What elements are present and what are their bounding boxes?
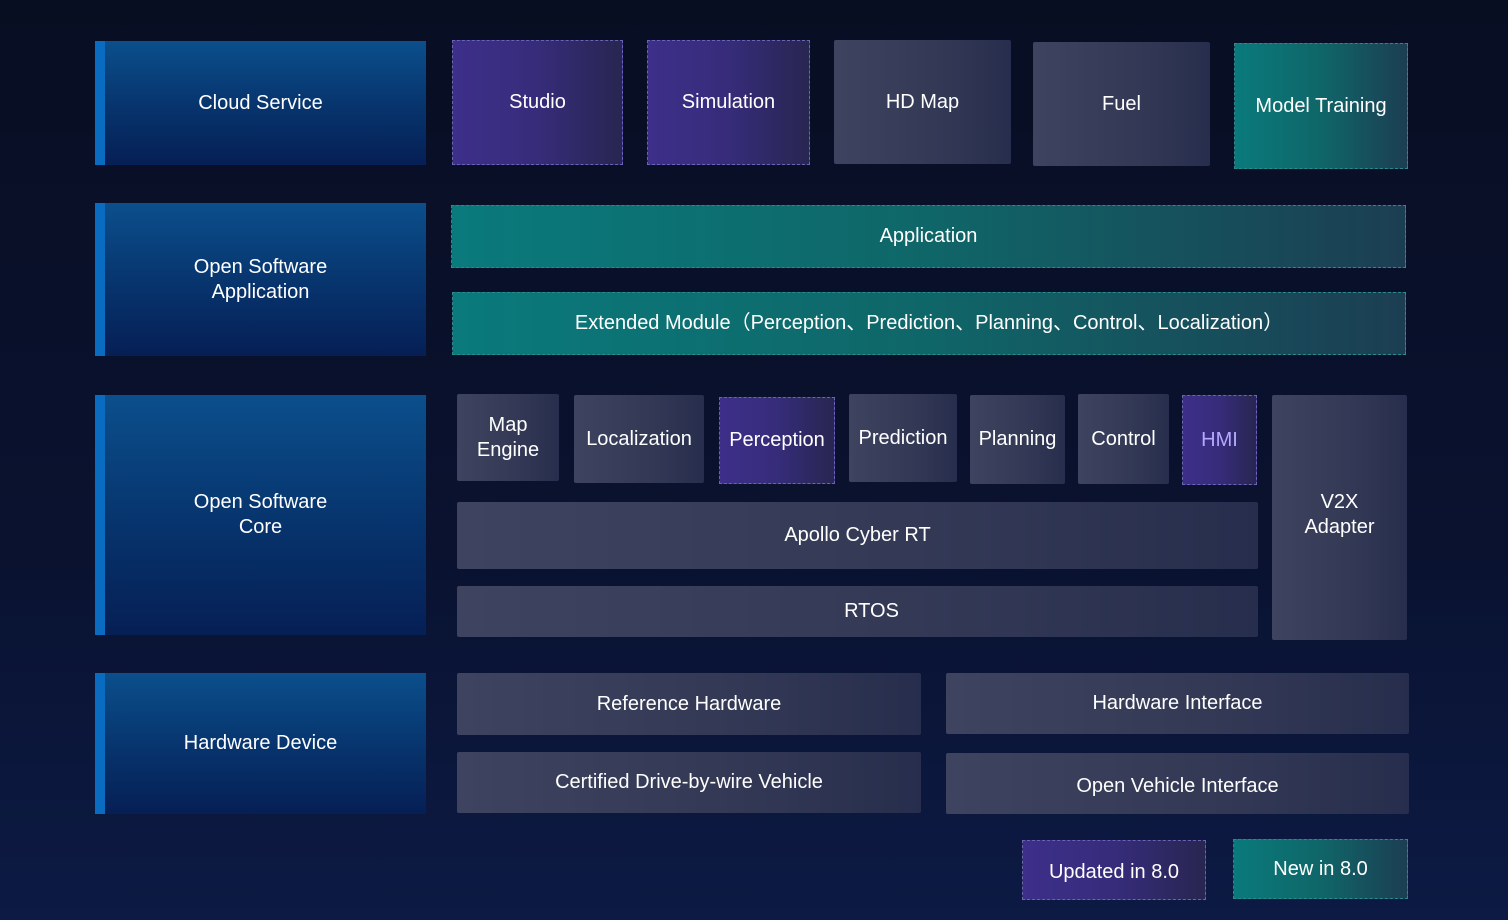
module-studio-label: Studio	[509, 91, 566, 113]
module-perception: Perception	[719, 397, 835, 484]
module-control: Control	[1078, 394, 1169, 484]
legend-new: New in 8.0	[1233, 839, 1408, 899]
module-model-training-label: Model Training	[1255, 94, 1387, 117]
module-application: Application	[451, 205, 1406, 268]
module-extended-module-label: Extended Module（Perception、Prediction、Pl…	[574, 312, 1284, 334]
layer-hardware-device-label: Hardware Device	[183, 732, 338, 754]
module-open-vehicle-interface: Open Vehicle Interface	[946, 753, 1409, 814]
layer-cloud-service: Cloud Service	[95, 41, 426, 165]
module-hd-map-label: HD Map	[885, 90, 960, 113]
module-perception-label: Perception	[729, 429, 825, 451]
layer-open-software-application: Open Software Application	[95, 203, 426, 356]
module-prediction-label: Prediction	[858, 426, 948, 449]
module-application-label: Application	[879, 225, 978, 247]
module-hardware-interface: Hardware Interface	[946, 673, 1409, 734]
legend-updated: Updated in 8.0	[1022, 840, 1206, 900]
module-model-training: Model Training	[1234, 43, 1408, 169]
module-certified-vehicle-label: Certified Drive-by-wire Vehicle	[555, 771, 823, 793]
module-simulation: Simulation	[647, 40, 810, 165]
module-prediction: Prediction	[849, 394, 957, 482]
legend-updated-label: Updated in 8.0	[1048, 860, 1180, 883]
module-rtos-label: RTOS	[844, 600, 899, 622]
module-simulation-label: Simulation	[681, 91, 776, 113]
module-planning-label: Planning	[978, 428, 1057, 450]
module-hmi: HMI	[1182, 395, 1257, 485]
module-extended-module: Extended Module（Perception、Prediction、Pl…	[452, 292, 1406, 355]
module-open-vehicle-interface-label: Open Vehicle Interface	[1076, 775, 1279, 797]
module-fuel-label: Fuel	[1102, 92, 1141, 115]
module-apollo-cyber-rt: Apollo Cyber RT	[457, 502, 1258, 569]
module-fuel: Fuel	[1033, 42, 1210, 166]
module-hmi-label: HMI	[1201, 428, 1238, 451]
module-localization-label: Localization	[586, 427, 692, 450]
module-hd-map: HD Map	[834, 40, 1011, 164]
module-hardware-interface-label: Hardware Interface	[1092, 692, 1263, 714]
layer-open-software-core-label: Open Software Core	[193, 491, 328, 538]
module-v2x-adapter-label: V2X Adapter	[1304, 491, 1375, 538]
module-localization: Localization	[574, 395, 704, 483]
module-map-engine-label: Map Engine	[476, 413, 540, 461]
legend-new-label: New in 8.0	[1273, 857, 1368, 880]
module-reference-hardware-label: Reference Hardware	[596, 692, 782, 715]
module-certified-vehicle: Certified Drive-by-wire Vehicle	[457, 752, 921, 813]
module-v2x-adapter: V2X Adapter	[1272, 395, 1407, 640]
module-rtos: RTOS	[457, 586, 1258, 637]
module-map-engine: Map Engine	[457, 394, 559, 481]
module-apollo-cyber-rt-label: Apollo Cyber RT	[784, 524, 931, 546]
layer-hardware-device: Hardware Device	[95, 673, 426, 814]
layer-open-software-application-label: Open Software Application	[193, 255, 328, 303]
layer-cloud-service-label: Cloud Service	[198, 91, 323, 114]
module-studio: Studio	[452, 40, 623, 165]
module-planning: Planning	[970, 395, 1065, 484]
module-control-label: Control	[1091, 427, 1156, 450]
module-reference-hardware: Reference Hardware	[457, 673, 921, 735]
layer-open-software-core: Open Software Core	[95, 395, 426, 635]
